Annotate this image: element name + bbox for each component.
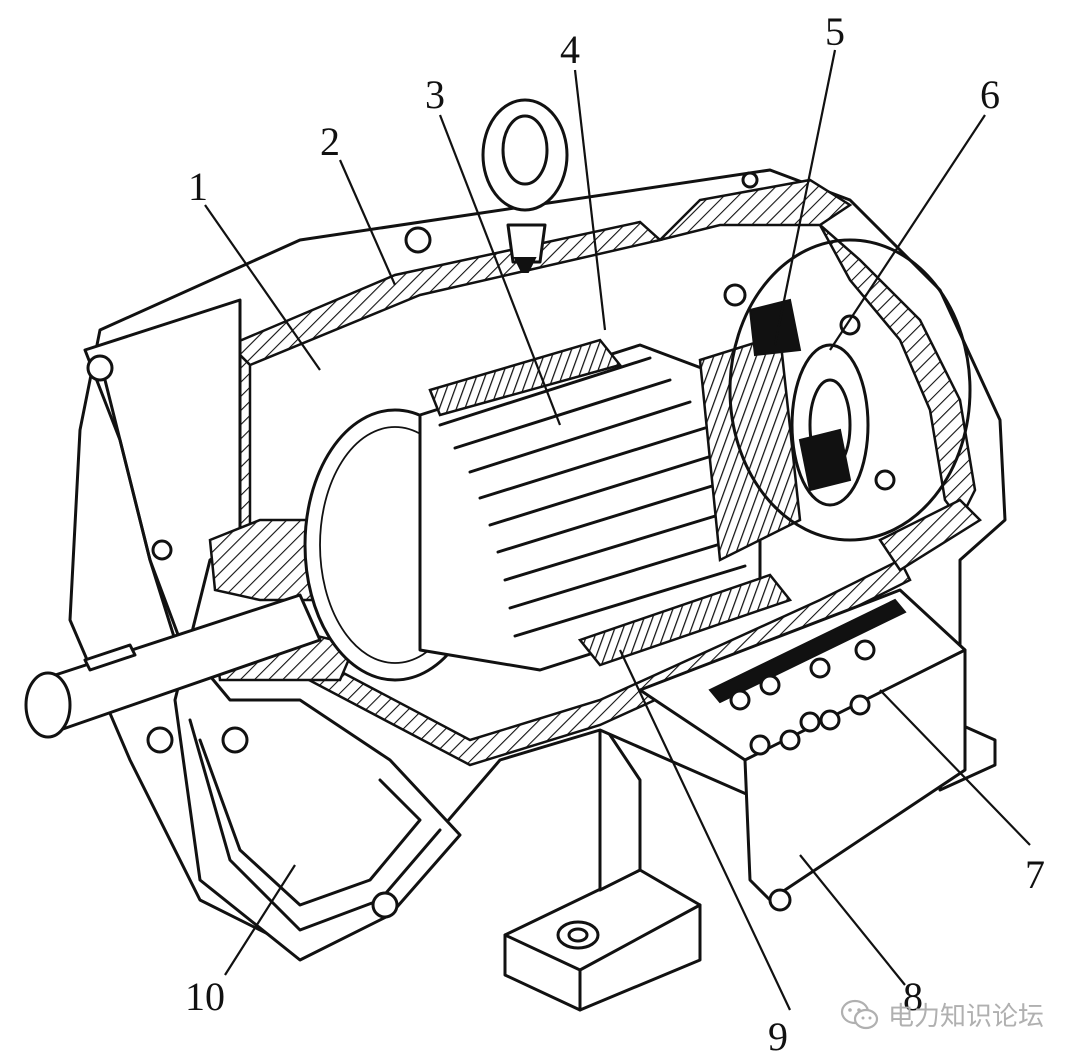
callout-9: 9 [768,1014,788,1059]
callout-5: 5 [825,9,845,54]
mounting-base [503,718,997,1012]
callout-4: 4 [560,27,580,72]
callout-1: 1 [188,164,208,209]
callout-8: 8 [903,974,923,1019]
callout-10: 10 [185,974,225,1019]
brush-holder [723,238,972,542]
callout-3: 3 [425,72,445,117]
callout-7: 7 [1025,852,1045,897]
shaft [24,593,322,739]
stator-and-rotor [303,333,870,682]
watermark: 电力知识论坛 [840,996,1044,1033]
terminal-box [638,588,967,912]
callout-6: 6 [980,72,1000,117]
watermark-text: 电力知识论坛 [887,1002,1044,1032]
callout-labels: 1 2 3 4 5 6 7 8 9 10 [185,9,1045,1059]
leader-lines [204,49,1031,1011]
wechat-icon [840,999,880,1031]
callout-2: 2 [320,119,340,164]
